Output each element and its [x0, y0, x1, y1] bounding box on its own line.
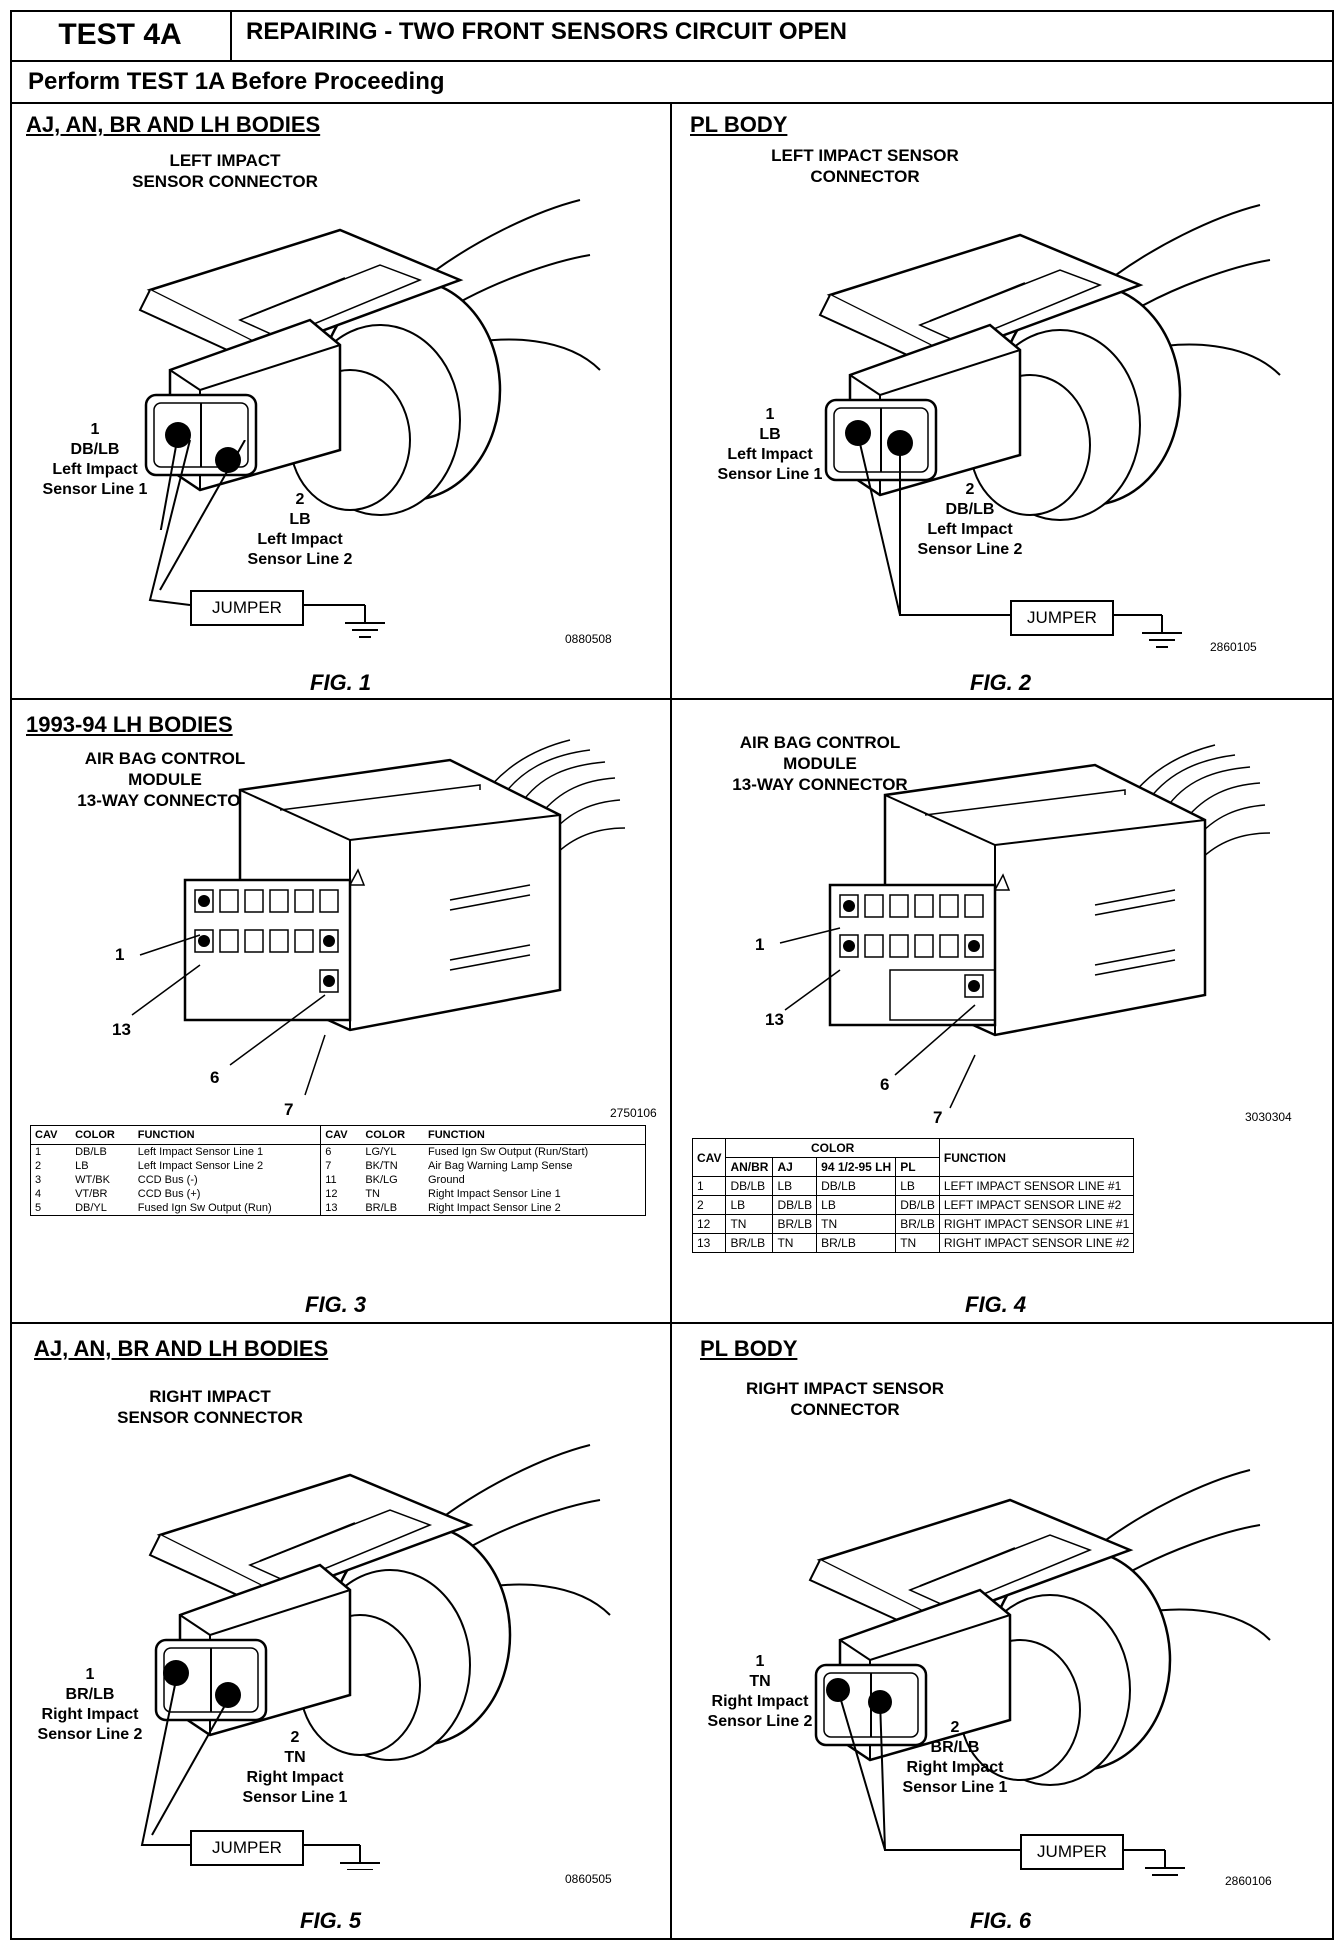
fig6-jumper-wiring [837, 1689, 1186, 1880]
fig4-th-color-group: COLOR [725, 1138, 940, 1158]
fig3-pin-7: 7 [284, 1100, 294, 1119]
fig5-panel-title: AJ, AN, BR AND LH BODIES [34, 1336, 329, 1361]
fig2-pin1-terminal [845, 420, 871, 446]
fig4-cavity-table: CAV COLOR FUNCTION AN/BR AJ 94 1/2-95 LH… [691, 1138, 1135, 1253]
fig1-panel-title: AJ, AN, BR AND LH BODIES [26, 112, 321, 137]
fig4-pin-leaders [779, 927, 976, 1109]
fig6-panel-title: PL BODY [700, 1336, 798, 1361]
fig4-connector-drawing [828, 743, 1272, 1037]
fig5-jumper-wiring [140, 1679, 381, 1870]
fig3-th-function-2: FUNCTION [424, 1125, 646, 1145]
fig5-code: 0860505 [565, 1872, 612, 1886]
test-title: REPAIRING - TWO FRONT SENSORS CIRCUIT OP… [246, 18, 847, 45]
fig3-code: 2750106 [610, 1106, 657, 1120]
fig3-pin-1: 1 [115, 945, 125, 964]
fig3-pin-leaders [131, 934, 326, 1096]
fig4-th-pl: PL [895, 1157, 940, 1177]
fig2-jumper-wiring [857, 434, 1183, 648]
fig3-th-cav-2: CAV [320, 1125, 362, 1145]
column-divider [670, 104, 672, 1940]
fig4-pin-13: 13 [765, 1010, 784, 1029]
fig3-th-color-2: COLOR [361, 1125, 424, 1145]
fig3-label: FIG. 3 [305, 1292, 367, 1317]
fig2-jumper-box: JUMPER [1010, 600, 1114, 636]
test-id: TEST 4A [10, 10, 232, 60]
fig3-th-cav: CAV [30, 1125, 72, 1145]
fig4-pin-1: 1 [755, 935, 765, 954]
fig3-pin-13: 13 [112, 1020, 131, 1039]
fig4-th-anbr: AN/BR [725, 1157, 774, 1177]
fig2-label: FIG. 2 [970, 670, 1032, 695]
fig3-pin-6: 6 [210, 1068, 220, 1087]
fig3-panel-title: 1993-94 LH BODIES [26, 712, 233, 737]
fig4-pin-7: 7 [933, 1108, 943, 1127]
fig4-code: 3030304 [1245, 1110, 1292, 1124]
fig3-th-color: COLOR [71, 1125, 134, 1145]
fig1-connector-drawing [138, 198, 602, 530]
fig3-th-function: FUNCTION [133, 1125, 321, 1145]
fig1-jumper-box: JUMPER [190, 590, 304, 626]
fig4-th-cav: CAV [691, 1138, 727, 1177]
fig2-code: 2860105 [1210, 640, 1257, 654]
subheading: Perform TEST 1A Before Proceeding [10, 62, 1334, 104]
fig5-label: FIG. 5 [300, 1908, 362, 1933]
fig1-jumper-wiring [148, 440, 386, 638]
fig5-jumper-box: JUMPER [190, 1830, 304, 1866]
fig4-pin-6: 6 [880, 1075, 890, 1094]
row-divider-1 [10, 698, 1334, 700]
fig5-connector-drawing [148, 1443, 612, 1762]
fig6-label: FIG. 6 [970, 1908, 1032, 1933]
fig5-pin2-terminal [215, 1682, 241, 1708]
row-divider-2 [10, 1322, 1334, 1324]
page-frame [10, 10, 1334, 1940]
fig1-pin2-terminal [215, 447, 241, 473]
fig4-th-aj: AJ [772, 1157, 818, 1177]
fig1-code: 0880508 [565, 632, 612, 646]
fig4-label: FIG. 4 [965, 1292, 1027, 1317]
fig6-code: 2860106 [1225, 1874, 1272, 1888]
fig4-th-function: FUNCTION [938, 1138, 1135, 1177]
fig6-jumper-box: JUMPER [1020, 1834, 1124, 1870]
fig2-panel-title: PL BODY [690, 112, 788, 137]
fig4-th-lh: 94 1/2-95 LH [816, 1157, 897, 1177]
fig1-label: FIG. 1 [310, 670, 372, 695]
header: TEST 4A REPAIRING - TWO FRONT SENSORS CI… [10, 10, 1334, 62]
fig5-pin1-terminal [163, 1660, 189, 1686]
